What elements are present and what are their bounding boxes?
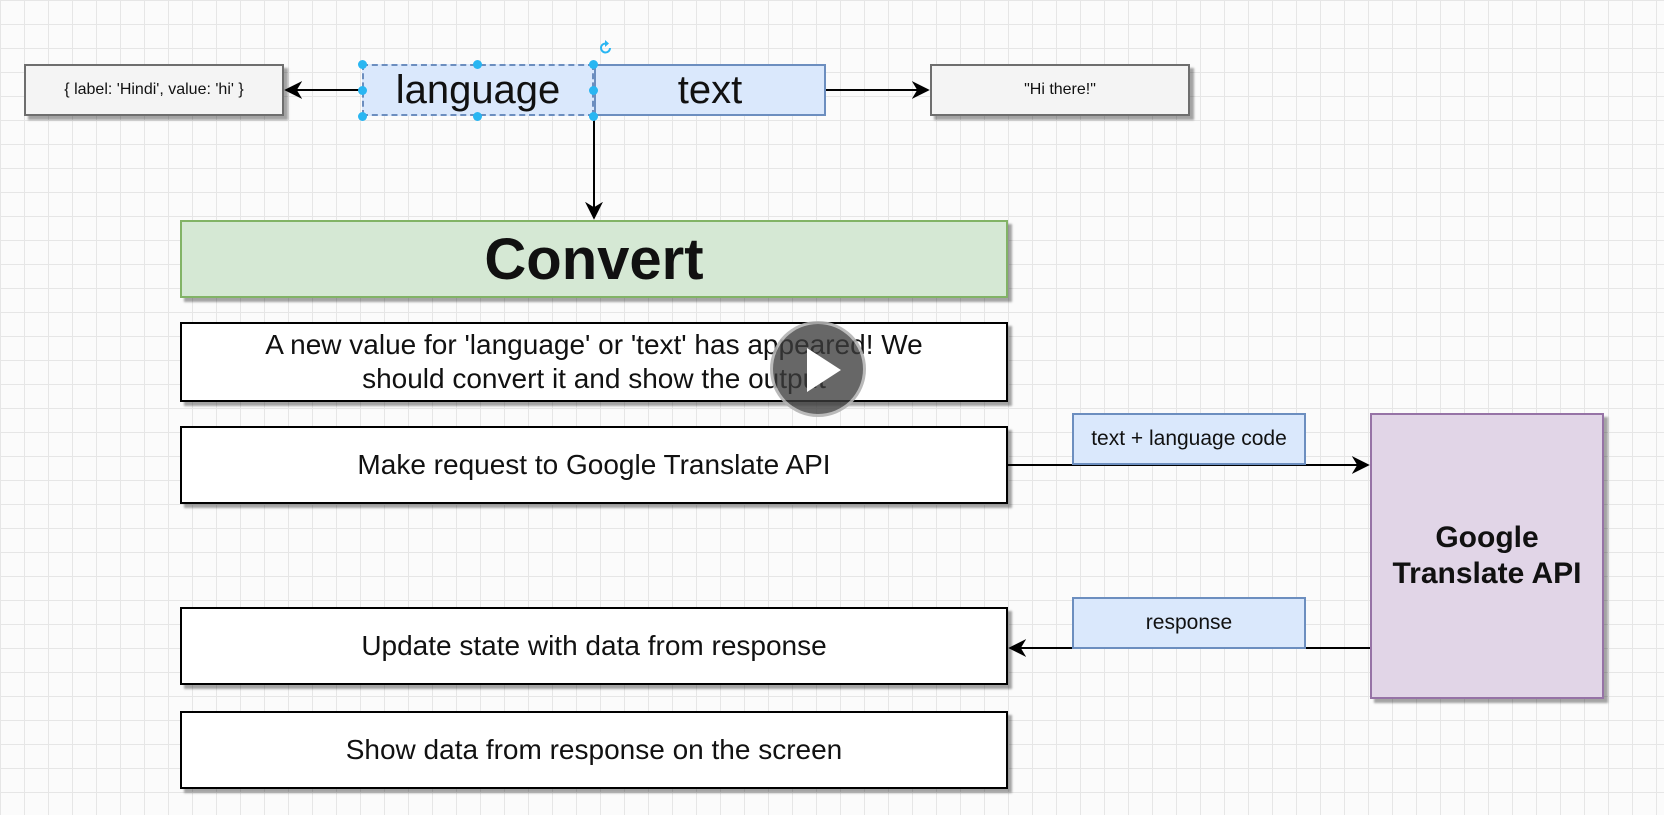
- language-value-box[interactable]: { label: 'Hindi', value: 'hi' }: [24, 64, 284, 116]
- selection-handle[interactable]: [589, 86, 598, 95]
- selection-handle[interactable]: [473, 112, 482, 121]
- step-appeared-box[interactable]: A new value for 'language' or 'text' has…: [180, 322, 1008, 402]
- google-translate-api-box[interactable]: Google Translate API: [1370, 413, 1604, 699]
- text-state-box[interactable]: text: [594, 64, 826, 116]
- step-request-box[interactable]: Make request to Google Translate API: [180, 426, 1008, 504]
- selection-handle[interactable]: [358, 86, 367, 95]
- rotate-handle-icon[interactable]: [598, 40, 614, 56]
- selection-handle[interactable]: [358, 60, 367, 69]
- response-edge-label[interactable]: response: [1072, 597, 1306, 649]
- selection-handle[interactable]: [589, 60, 598, 69]
- step-update-box[interactable]: Update state with data from response: [180, 607, 1008, 685]
- step-show-box[interactable]: Show data from response on the screen: [180, 711, 1008, 789]
- play-icon[interactable]: [770, 321, 866, 417]
- text-value-box[interactable]: "Hi there!": [930, 64, 1190, 116]
- selection-handle[interactable]: [473, 60, 482, 69]
- convert-box[interactable]: Convert: [180, 220, 1008, 298]
- selection-handle[interactable]: [358, 112, 367, 121]
- request-edge-label[interactable]: text + language code: [1072, 413, 1306, 465]
- selection-handle[interactable]: [589, 112, 598, 121]
- language-state-box[interactable]: language: [362, 64, 594, 116]
